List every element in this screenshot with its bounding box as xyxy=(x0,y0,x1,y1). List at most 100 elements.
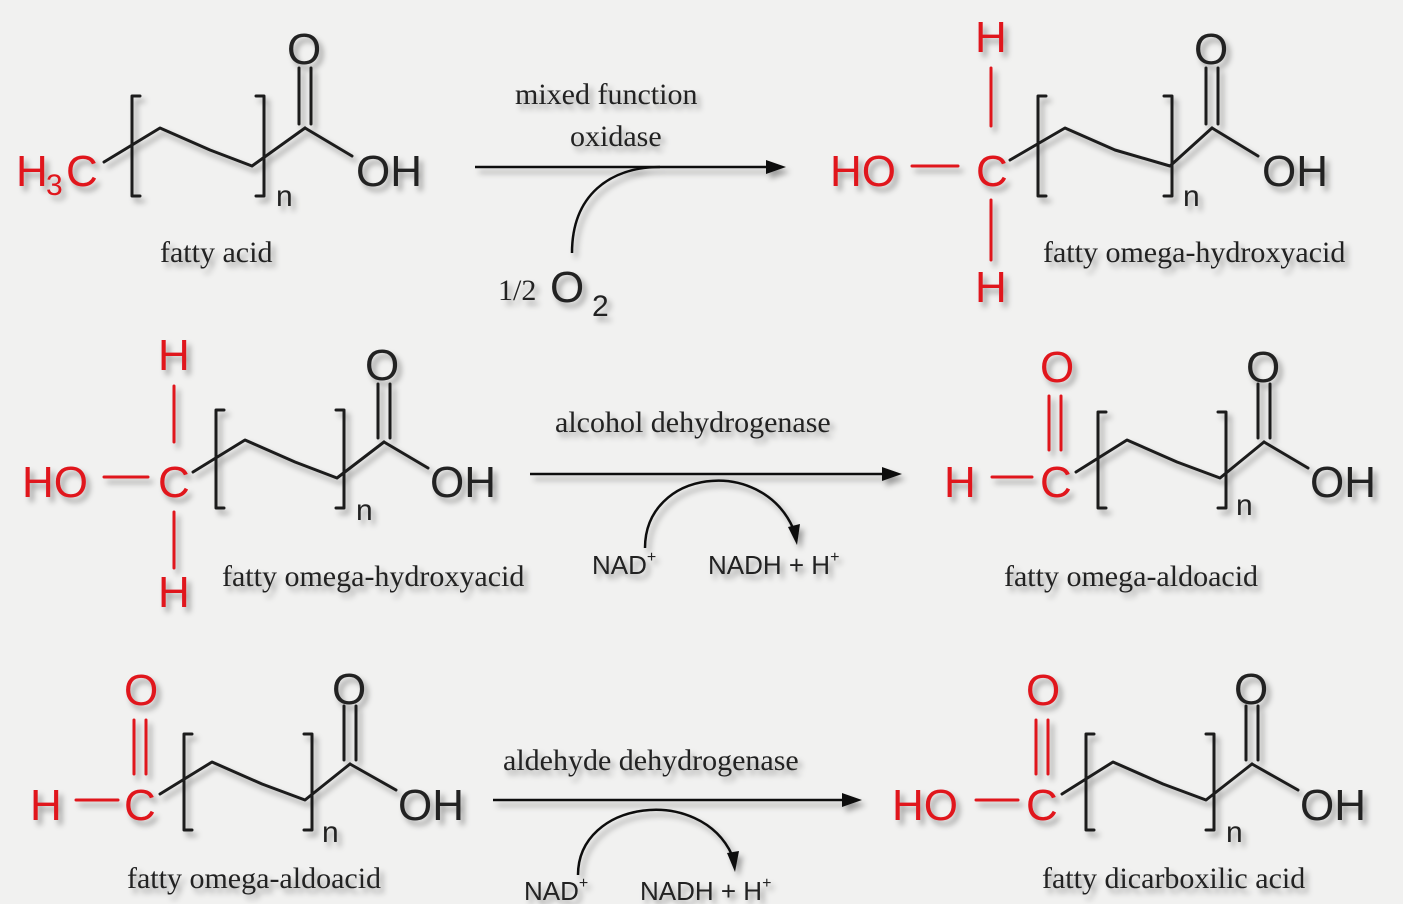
atom-aldehyde-o: O xyxy=(124,666,158,715)
atom-oh: OH xyxy=(1262,147,1328,196)
label-fatty-omega-hydroxyacid: fatty omega-hydroxyacid xyxy=(1043,236,1345,269)
row-2-reaction: H HO C H n O OH fatty omega-hydroxyacid … xyxy=(22,331,1376,617)
bracket-right xyxy=(1204,732,1216,832)
cofactor-nad-charge: + xyxy=(647,549,656,566)
enzyme-label-line2: oxidase xyxy=(570,120,662,153)
bracket-left xyxy=(1036,94,1048,198)
molecule-omega-aldoacid-product: O H C n O OH fatty omega-aldoacid xyxy=(944,343,1376,593)
row-3-reaction: O H C n O OH fatty omega-aldoacid aldehy… xyxy=(30,665,1366,904)
cofactor-o2-o: O xyxy=(550,263,584,312)
row-1-reaction: H 3 C n O OH fatty acid mixed function o… xyxy=(16,13,1345,323)
label-fatty-dicarboxilic-acid: fatty dicarboxilic acid xyxy=(1042,862,1305,895)
molecule-dicarboxylic-acid-product: O HO C n O OH fatty dicarboxilic acid xyxy=(892,665,1366,895)
atom-bottom-h: H xyxy=(975,263,1007,312)
molecule-fatty-acid: H 3 C n O OH fatty acid xyxy=(16,25,422,269)
bracket-right xyxy=(254,94,266,198)
atom-carbonyl-o: O xyxy=(1194,25,1228,74)
cofactor-coefficient: 1/2 xyxy=(498,274,536,307)
cofactor-arrowhead xyxy=(727,851,739,872)
atom-top-h: H xyxy=(975,13,1007,62)
bracket-left xyxy=(1096,410,1108,510)
cofactor-nadh-charge: + xyxy=(762,875,771,892)
atom-h: H xyxy=(944,458,976,507)
subscript-n: n xyxy=(1236,489,1253,522)
subscript-n: n xyxy=(356,494,373,527)
svg-text:NAD+: NAD+ xyxy=(592,549,656,580)
atom-oh: OH xyxy=(1300,781,1366,830)
atom-c: C xyxy=(1040,458,1072,507)
bracket-right xyxy=(302,732,314,832)
atom-carbonyl-o: O xyxy=(287,25,321,74)
bond-carbonyl-double xyxy=(297,66,313,126)
label-fatty-acid: fatty acid xyxy=(160,236,272,269)
subscript-n: n xyxy=(322,816,339,849)
bracket-left xyxy=(130,94,142,198)
reaction-arrow-3: aldehyde dehydrogenase NAD+ NADH + H+ xyxy=(493,744,862,904)
cofactor-nad: NAD xyxy=(524,876,579,904)
bracket-left xyxy=(214,408,226,510)
label-fatty-omega-aldoacid: fatty omega-aldoacid xyxy=(1004,560,1258,593)
bond-chain xyxy=(1074,438,1266,480)
atom-aldehyde-o: O xyxy=(1040,343,1074,392)
bracket-right xyxy=(1216,410,1228,510)
bond-chain xyxy=(158,760,352,802)
bond-chain xyxy=(102,126,307,168)
atom-ho: HO xyxy=(892,781,958,830)
cofactor-curve xyxy=(570,165,661,254)
reaction-arrow-2: alcohol dehydrogenase NAD+ NADH + H+ xyxy=(530,406,902,580)
atom-c: C xyxy=(1026,781,1058,830)
cofactor-o2-subscript: 2 xyxy=(592,290,609,323)
atom-carbonyl-o: O xyxy=(1246,343,1280,392)
subscript-n: n xyxy=(1226,816,1243,849)
atom-top-h: H xyxy=(158,331,190,380)
svg-text:NADH + H+: NADH + H+ xyxy=(708,549,839,580)
subscript-n: n xyxy=(1183,180,1200,213)
cofactor-nadh-charge: + xyxy=(830,549,839,566)
cofactor-curve xyxy=(643,479,795,549)
atom-h3c-h: H xyxy=(16,147,48,196)
molecule-omega-hydroxyacid-substrate: H HO C H n O OH fatty omega-hydroxyacid xyxy=(22,331,524,617)
enzyme-label: alcohol dehydrogenase xyxy=(555,406,831,439)
enzyme-label: aldehyde dehydrogenase xyxy=(503,744,799,777)
bond-c-oh xyxy=(303,126,354,158)
cofactor-nadh: NADH + H xyxy=(640,876,762,904)
atom-h3c-c: C xyxy=(66,147,98,196)
atom-oh: OH xyxy=(430,458,496,507)
svg-text:NAD+: NAD+ xyxy=(524,875,588,904)
cofactor-curve xyxy=(576,808,734,876)
atom-c: C xyxy=(158,458,190,507)
atom-oh: OH xyxy=(356,147,422,196)
bond-chain xyxy=(1008,126,1214,168)
atom-acid-o: O xyxy=(1026,666,1060,715)
bracket-left xyxy=(182,732,194,832)
atom-carbonyl-o: O xyxy=(1234,665,1268,714)
subscript-n: n xyxy=(276,180,293,213)
bracket-right xyxy=(334,408,346,510)
cofactor-nadh: NADH + H xyxy=(708,550,830,580)
molecule-omega-aldoacid-substrate: O H C n O OH fatty omega-aldoacid xyxy=(30,665,464,895)
bracket-right xyxy=(1162,94,1174,198)
atom-c: C xyxy=(976,147,1008,196)
bond-chain xyxy=(1060,760,1254,802)
arrowhead xyxy=(766,160,786,174)
enzyme-label-line1: mixed function xyxy=(515,78,697,111)
cofactor-nad-charge: + xyxy=(579,875,588,892)
atom-oh: OH xyxy=(398,781,464,830)
atom-ho: HO xyxy=(22,458,88,507)
label-fatty-omega-hydroxyacid: fatty omega-hydroxyacid xyxy=(222,560,524,593)
atom-c: C xyxy=(124,781,156,830)
atom-h3c-subscript: 3 xyxy=(46,169,63,202)
atom-oh: OH xyxy=(1310,458,1376,507)
atom-ho: HO xyxy=(830,147,896,196)
cofactor-nad: NAD xyxy=(592,550,647,580)
cofactor-arrowhead xyxy=(788,524,800,545)
molecule-omega-hydroxyacid-product: H HO C H n O OH fatty omega-hydroxyacid xyxy=(830,13,1345,312)
atom-h: H xyxy=(30,781,62,830)
atom-carbonyl-o: O xyxy=(332,665,366,714)
atom-bottom-h: H xyxy=(158,568,190,617)
bond-chain xyxy=(191,438,386,480)
reaction-arrow-1: mixed function oxidase 1/2 O 2 xyxy=(475,78,786,323)
svg-text:NADH + H+: NADH + H+ xyxy=(640,875,771,904)
arrowhead xyxy=(842,793,862,807)
